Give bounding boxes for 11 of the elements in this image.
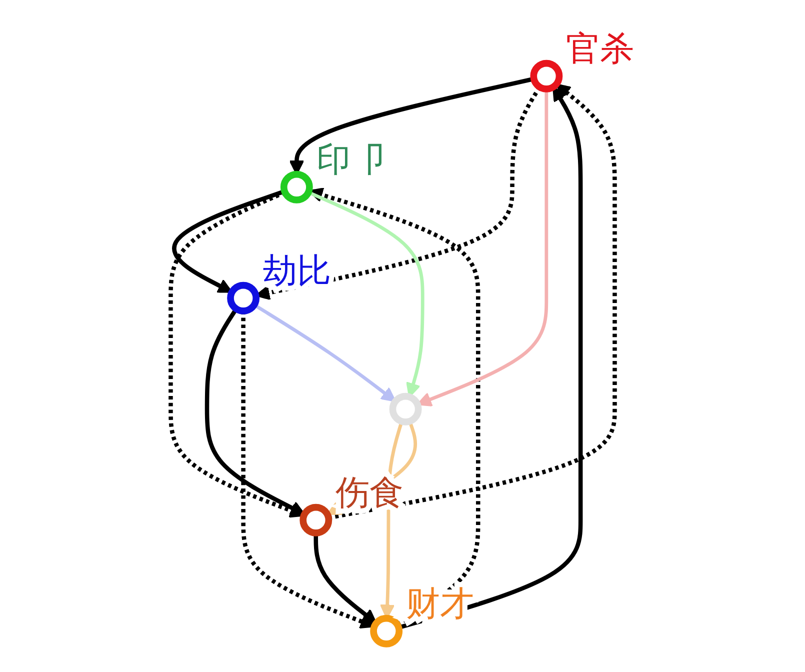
- node-circle: [530, 60, 562, 92]
- node-circle: [280, 170, 312, 204]
- node-circle: [388, 392, 422, 426]
- node-caption: 伤食: [335, 472, 404, 513]
- node-caption: 印卩: [316, 140, 384, 180]
- arrow: [168, 190, 304, 518]
- node-circle: [226, 282, 260, 314]
- node-caption: 官杀: [566, 28, 634, 69]
- node-caption: 劫比: [262, 250, 330, 291]
- node-circle: [299, 504, 332, 536]
- node-circle: [370, 614, 402, 648]
